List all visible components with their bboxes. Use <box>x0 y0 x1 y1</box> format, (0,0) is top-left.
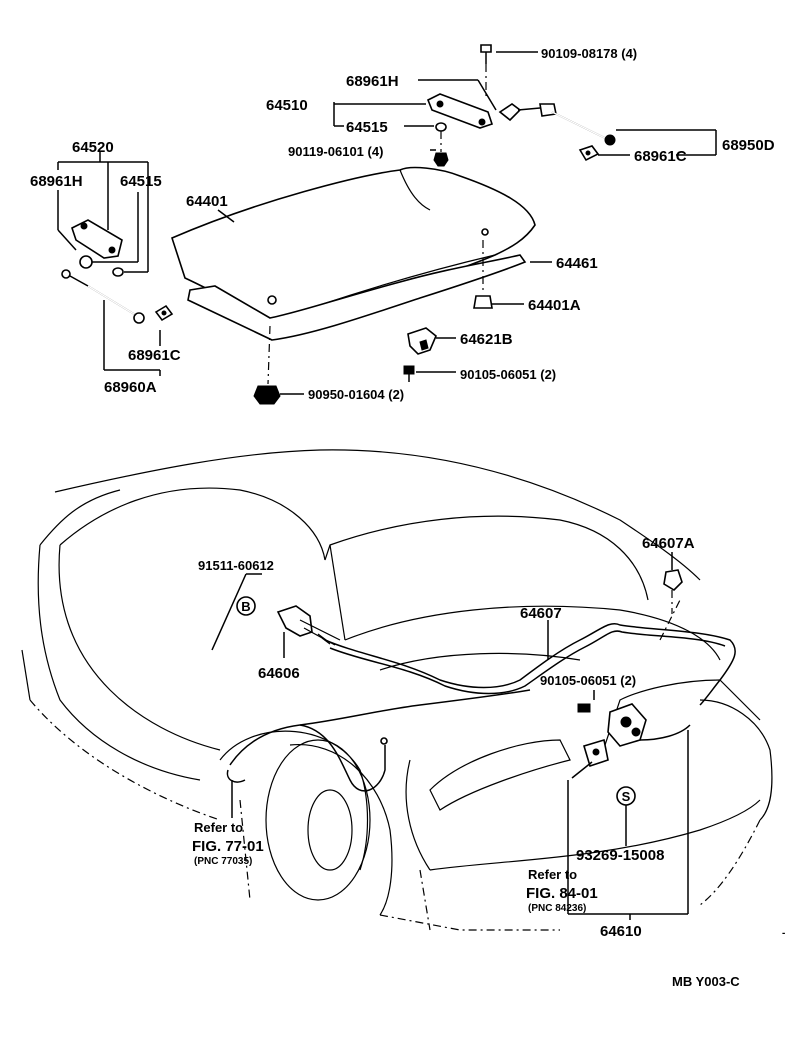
part-labels: 90109-08178 (4) 68961H 64510 64515 90119… <box>30 46 775 940</box>
label-68961h-left: 68961H <box>30 173 83 190</box>
label-64610: 64610 <box>600 923 642 940</box>
ref1-line1: Refer to <box>194 820 243 835</box>
ref2-line2: FIG. 84-01 <box>526 885 598 902</box>
callout-b: B <box>236 596 256 616</box>
label-64520: 64520 <box>72 139 114 156</box>
leader-lines-top <box>57 51 717 395</box>
label-64607a: 64607A <box>642 535 695 552</box>
nut-90119 <box>433 152 449 167</box>
trunk-lid-assembly <box>61 44 616 405</box>
leader-lines-bottom <box>211 552 689 920</box>
clip-64607a <box>663 569 683 592</box>
car-body <box>21 449 773 931</box>
ref1-line3: (PNC 77035) <box>194 856 252 867</box>
support-rod-68950d <box>498 103 616 162</box>
label-64401a: 64401A <box>528 297 581 314</box>
ref2-line1: Refer to <box>528 867 577 882</box>
bumper-64401a <box>473 295 493 309</box>
bolt-90109 <box>480 44 492 53</box>
washer-64515 <box>435 122 447 132</box>
label-90105-top: 90105-06051 (2) <box>460 367 556 382</box>
reference-note-fig-77-01: Refer to FIG. 77-01 (PNC 77035) <box>192 820 264 867</box>
release-lever-64606 <box>276 605 313 637</box>
label-64515-left: 64515 <box>120 173 162 190</box>
reference-note-fig-84-01: Refer to FIG. 84-01 (PNC 84236) <box>526 867 598 914</box>
label-68961h-top: 68961H <box>346 73 399 90</box>
label-64461: 64461 <box>556 255 598 272</box>
label-90119: 90119-06101 (4) <box>288 144 383 159</box>
callout-s: S <box>616 786 636 806</box>
ref2-line3: (PNC 84236) <box>528 903 586 914</box>
hinge-64520 <box>71 219 124 277</box>
label-90105-bottom: 90105-06051 (2) <box>540 673 636 688</box>
callout-s-text: S <box>622 789 631 804</box>
diagram-code: MB Y003-C <box>672 974 740 989</box>
nut-90950 <box>253 385 281 405</box>
striker-64621b <box>403 327 437 382</box>
cable-assemblies <box>226 560 736 792</box>
label-90109: 90109-08178 (4) <box>541 46 637 61</box>
label-93269: 93269-15008 <box>576 847 664 864</box>
label-68961c-left: 68961C <box>128 347 181 364</box>
edge-mark: - <box>782 928 785 939</box>
label-68960a: 68960A <box>104 379 157 396</box>
ref1-line2: FIG. 77-01 <box>192 838 264 855</box>
label-64607: 64607 <box>520 605 562 622</box>
label-64606: 64606 <box>258 665 300 682</box>
label-91511: 91511-60612 <box>198 558 274 573</box>
weatherstrip-64461 <box>187 254 527 341</box>
label-68950d: 68950D <box>722 137 775 154</box>
callout-b-text: B <box>241 599 250 614</box>
hinge-64510 <box>426 93 494 129</box>
label-64510: 64510 <box>266 97 308 114</box>
support-rod-68960a <box>61 269 174 324</box>
label-68961c-top: 68961C <box>634 148 687 165</box>
label-90950: 90950-01604 (2) <box>308 387 404 402</box>
label-64515-top: 64515 <box>346 119 388 136</box>
label-64401: 64401 <box>186 193 228 210</box>
label-64621b: 64621B <box>460 331 513 348</box>
